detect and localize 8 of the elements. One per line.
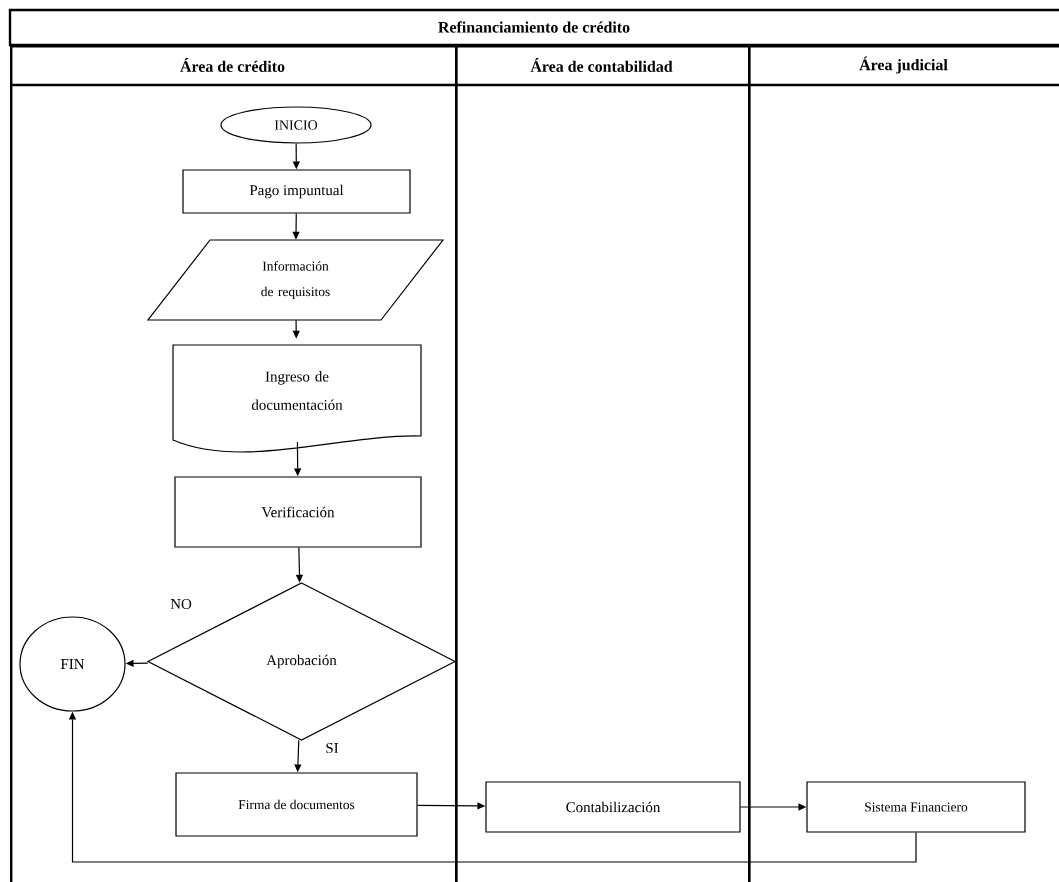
process-box: Contabilización bbox=[485, 781, 741, 833]
process-box: Sistema Financiero bbox=[806, 781, 1026, 833]
process-box: Pago impuntual bbox=[182, 169, 411, 214]
edge-label: NO bbox=[169, 598, 193, 610]
process-box: Verificación bbox=[174, 476, 422, 548]
process-box: Firma de documentos bbox=[175, 772, 418, 837]
edge-label: SI bbox=[324, 742, 340, 754]
title-band: Refinanciamiento de crédito bbox=[8, 8, 1059, 47]
